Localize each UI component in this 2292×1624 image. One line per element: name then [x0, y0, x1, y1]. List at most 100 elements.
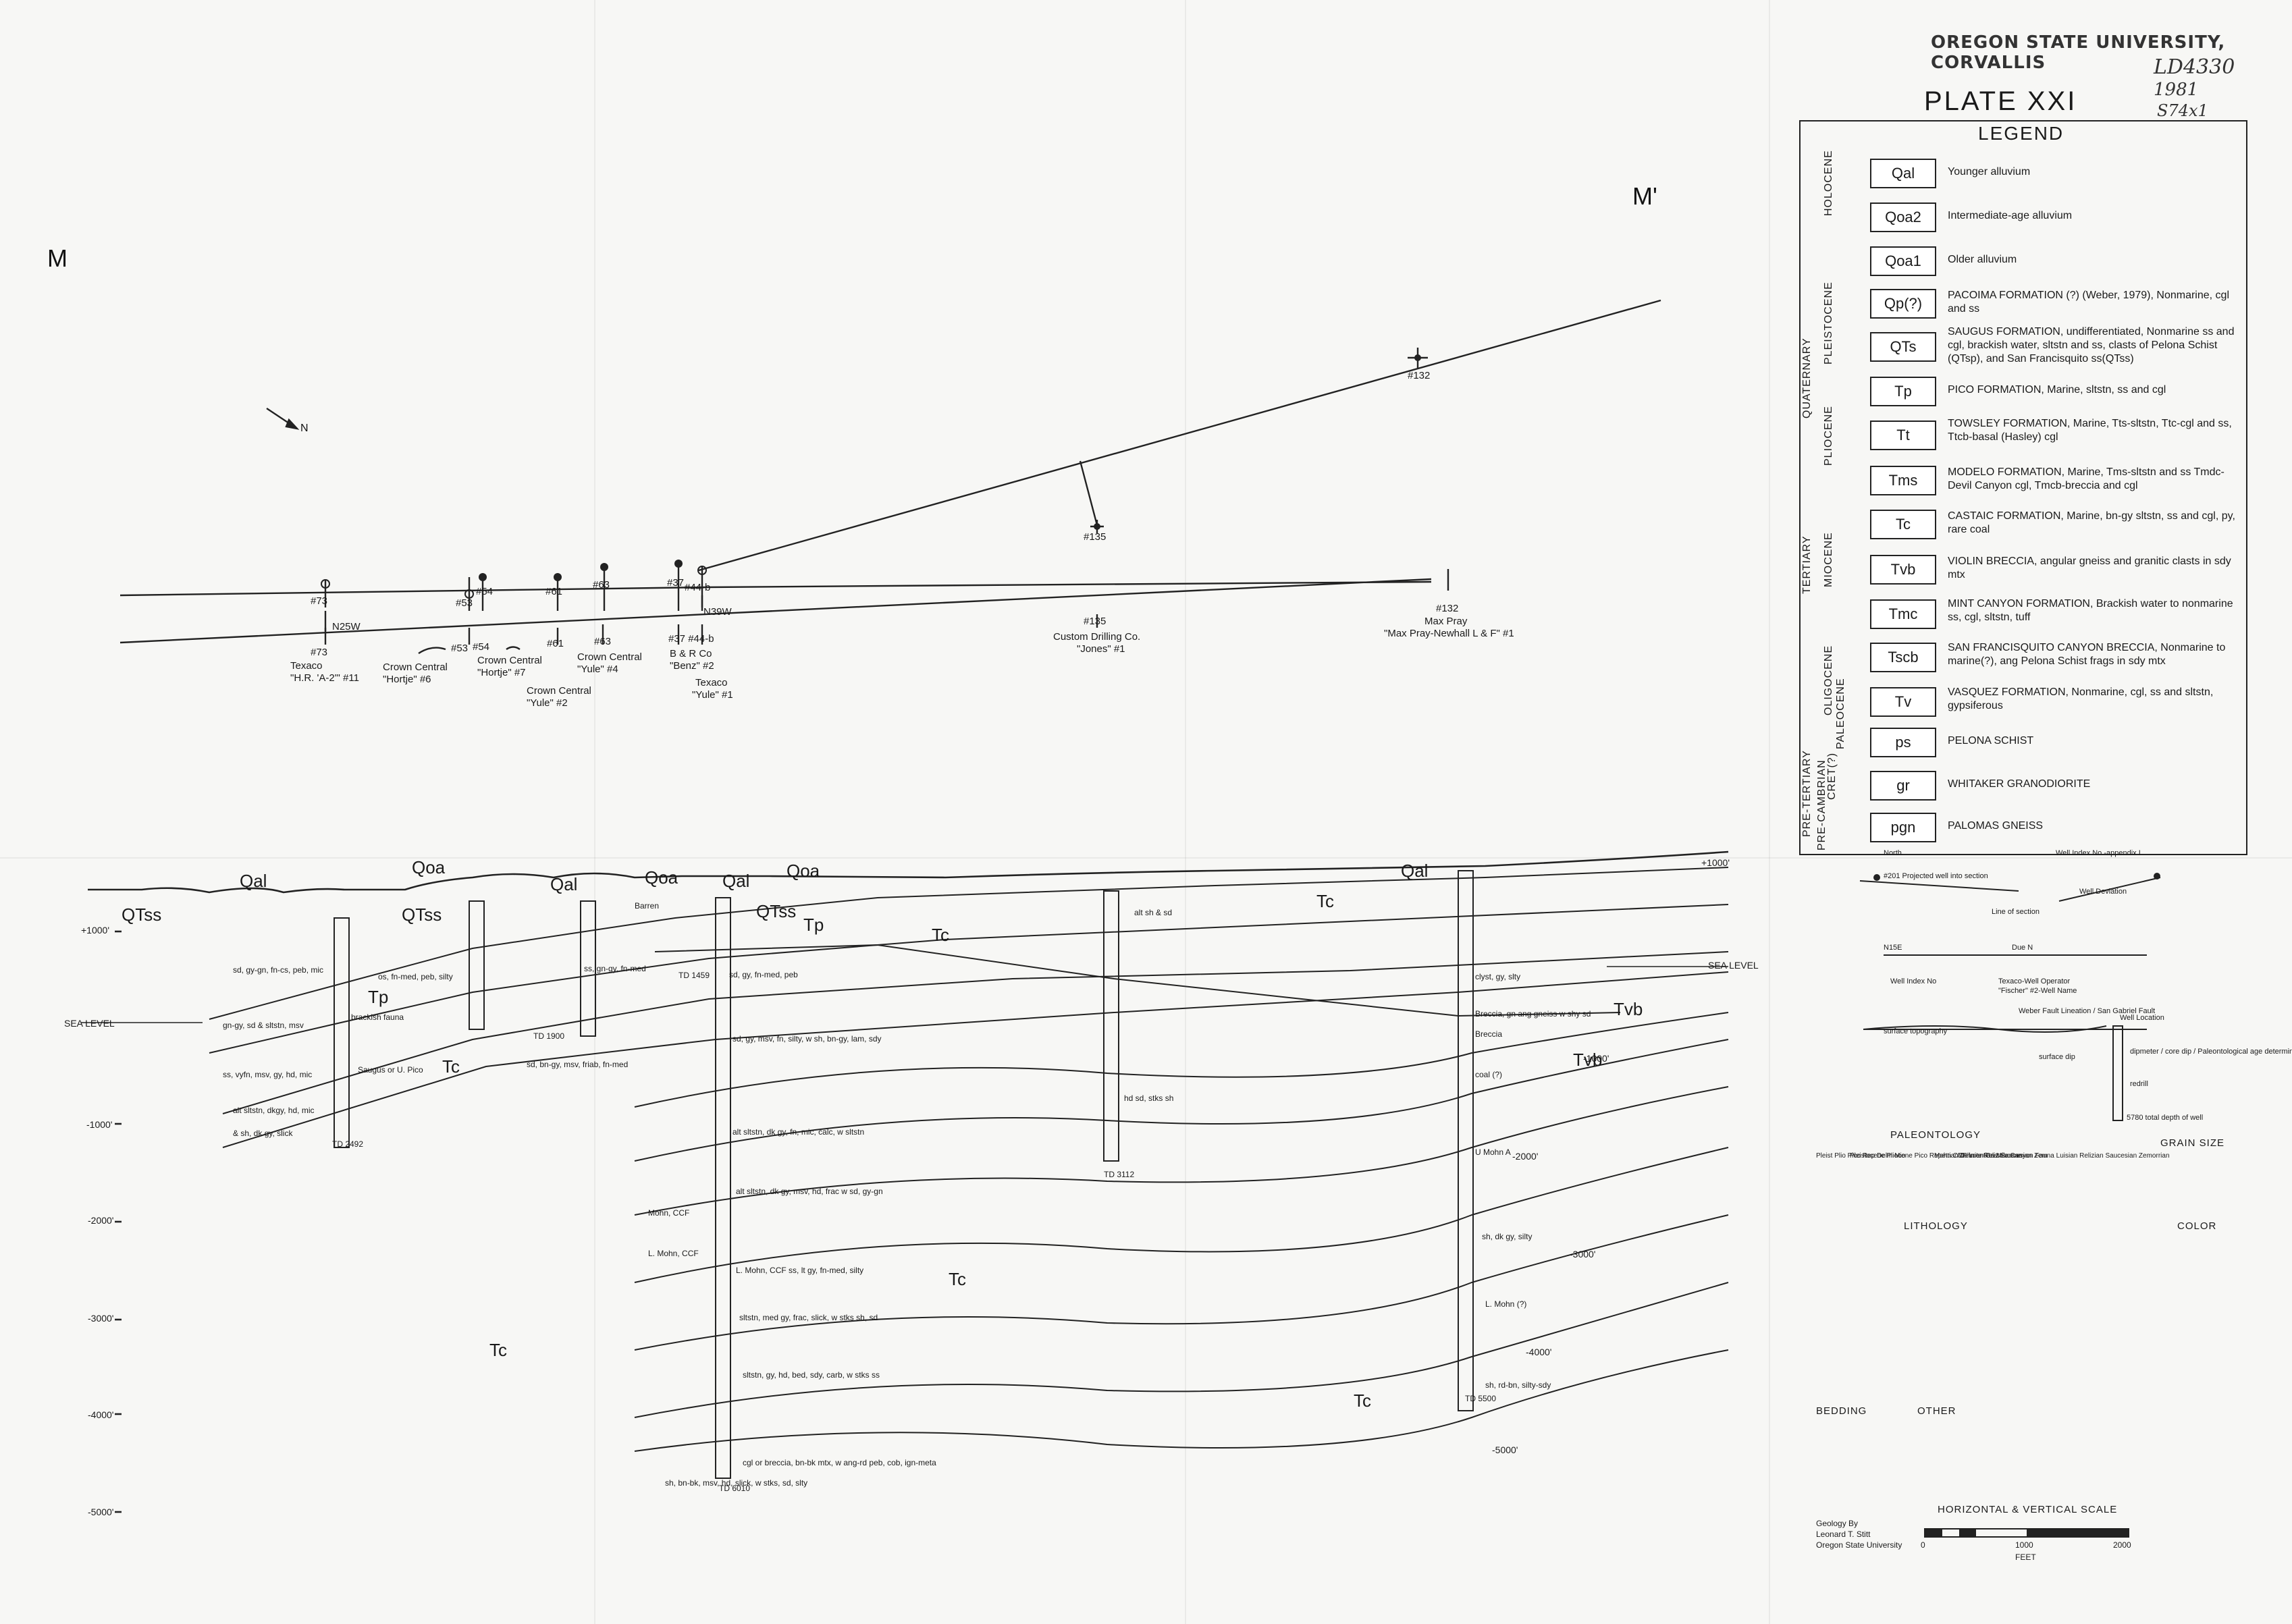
epoch-label: HOLOCENE: [1823, 150, 1834, 216]
depth-label: -4000': [1526, 1347, 1552, 1357]
unit-label: Qal: [722, 871, 750, 891]
table-heading: COLOR: [2177, 1220, 2217, 1232]
fold-line: [594, 0, 595, 1624]
era-label: QUATERNARY: [1801, 337, 1813, 418]
fold-line: [1185, 0, 1186, 1624]
litho-note: alt sltstn, dk gy, fn, mic, calc, w slts…: [732, 1127, 865, 1137]
sea-level-label: SEA LEVEL: [64, 1018, 115, 1029]
well-number: #53: [456, 597, 473, 609]
well-name: "Hortje" #7: [477, 667, 526, 678]
abbrev-column: Mohnian Castaic Canyon Fauna Luisian Rel…: [1958, 1152, 2170, 1160]
total-depth: TD 6010: [719, 1484, 751, 1493]
well-name: "Yule" #2: [527, 697, 568, 709]
litho-note: alt sh & sd: [1134, 908, 1173, 917]
litho-note: U Mohn A: [1475, 1147, 1511, 1157]
well-operator: B & R Co: [670, 648, 712, 659]
depth-label: -1000': [86, 1119, 113, 1130]
unit-description: PELONA SCHIST: [1948, 735, 2034, 747]
litho-note: sltstn, gy, hd, bed, sdy, carb, w stks s…: [743, 1370, 880, 1380]
unit-label: Tvb: [1573, 1050, 1603, 1070]
well-operator: Texaco: [695, 677, 728, 688]
well-number: #73: [311, 595, 328, 607]
index-line-upper: [119, 586, 706, 597]
diagram-label: Line of section: [1992, 908, 2040, 916]
litho-note: sh, bn-bk, msv, hd, slick, w stks, sd, s…: [665, 1478, 808, 1488]
diagram-label: Well Index No: [1890, 977, 1937, 985]
epoch-label: MIOCENE: [1823, 532, 1834, 587]
unit-swatch: Tc: [1870, 510, 1936, 539]
unit-swatch: Qoa2: [1870, 202, 1936, 232]
diagram-label: North: [1884, 849, 1902, 857]
direction-label: N39W: [703, 606, 732, 618]
unit-swatch: gr: [1870, 771, 1936, 801]
depth-label: -2000': [1512, 1151, 1539, 1162]
unit-swatch: Tscb: [1870, 643, 1936, 672]
unit-swatch: Tt: [1870, 421, 1936, 450]
unit-label: Tc: [489, 1340, 507, 1360]
litho-note: coal (?): [1475, 1070, 1503, 1079]
unit-description: SAUGUS FORMATION, undifferentiated, Nonm…: [1948, 326, 2235, 364]
well-number: #37 #44-b: [668, 633, 714, 645]
well-number: #63: [593, 579, 610, 591]
well-number: #63: [594, 636, 612, 647]
diagram-label: Well Index No.-appendix I: [2056, 849, 2141, 857]
litho-note: Barren: [635, 901, 660, 911]
well-operator: Crown Central: [383, 661, 448, 673]
litho-note: L. Mohn (?): [1485, 1299, 1527, 1309]
litho-note: Breccia, gn ang gneiss w shy sd: [1475, 1009, 1591, 1019]
index-line-lower: [119, 578, 1432, 644]
unit-label: Tc: [1354, 1390, 1371, 1411]
depth-label: +1000': [1701, 857, 1730, 868]
unit-description: Intermediate-age alluvium: [1948, 210, 2073, 221]
total-depth: TD 5500: [1465, 1394, 1497, 1403]
epoch-label: PALEOCENE: [1835, 678, 1846, 749]
well-operator: Crown Central: [527, 685, 591, 697]
litho-note: sh, rd-bn, silty-sdy: [1485, 1380, 1551, 1390]
diagram-label: Texaco-Well Operator: [1998, 977, 2071, 985]
litho-note: & sh, dk gy, slick: [233, 1129, 293, 1138]
diagram-label: 5780 total depth of well: [2127, 1114, 2204, 1122]
unit-label: QTss: [756, 901, 797, 921]
diagram-label: redrill: [2130, 1080, 2148, 1088]
table-heading: OTHER: [1917, 1405, 1956, 1417]
well-number: #37: [667, 577, 685, 589]
diagram-label: "Fischer" #2-Well Name: [1998, 987, 2077, 995]
total-depth: TD 1900: [533, 1031, 565, 1041]
well-operator: Crown Central: [577, 651, 642, 663]
table-heading: GRAIN SIZE: [2160, 1137, 2225, 1149]
diagram-label: Well Deviation: [2079, 888, 2127, 896]
unit-description: Younger alluvium: [1948, 166, 2031, 178]
diagram-label: Well Location: [2120, 1014, 2164, 1022]
litho-note: sd, gy, fn-med, peb: [729, 970, 798, 979]
total-depth: TD 3112: [1104, 1170, 1135, 1179]
litho-note: L. Mohn, CCF: [648, 1249, 699, 1258]
litho-note: sd, gy-gn, fn-cs, peb, mic: [233, 965, 324, 975]
unit-label: Tvb: [1614, 999, 1643, 1019]
unit-description: MINT CANYON FORMATION, Brackish water to…: [1948, 598, 2233, 623]
unit-swatch: QTs: [1870, 332, 1936, 362]
unit-description: PALOMAS GNEISS: [1948, 820, 2044, 832]
table-heading: LITHOLOGY: [1904, 1220, 1968, 1232]
well-operator: Custom Drilling Co.: [1053, 631, 1141, 643]
unit-description: SAN FRANCISQUITO CANYON BRECCIA, Nonmari…: [1948, 642, 2226, 667]
diagram-label: Due N: [2012, 944, 2033, 952]
unit-label: Qal: [550, 874, 578, 894]
well-number: #53: [451, 643, 469, 654]
unit-label: Qoa: [787, 861, 820, 881]
fold-line: [0, 857, 2292, 859]
scale-unit: FEET: [2015, 1552, 2036, 1562]
unit-description: PACOIMA FORMATION (?) (Weber, 1979), Non…: [1948, 290, 2229, 315]
well-name: "H.R. 'A-2'" #11: [290, 672, 359, 684]
unit-swatch: ps: [1870, 728, 1936, 757]
unit-swatch: Tv: [1870, 687, 1936, 717]
sea-level-label: SEA LEVEL: [1708, 960, 1759, 971]
litho-note: alt sltstn, dk gy, msv, hd, frac w sd, g…: [736, 1187, 883, 1196]
depth-label: -2000': [88, 1215, 114, 1226]
well-number: #132: [1408, 370, 1431, 381]
call-year: 1981: [2154, 80, 2199, 100]
unit-swatch: Tms: [1870, 466, 1936, 495]
section-end-right: M': [1632, 182, 1657, 210]
unit-description: WHITAKER GRANODIORITE: [1948, 778, 2091, 790]
